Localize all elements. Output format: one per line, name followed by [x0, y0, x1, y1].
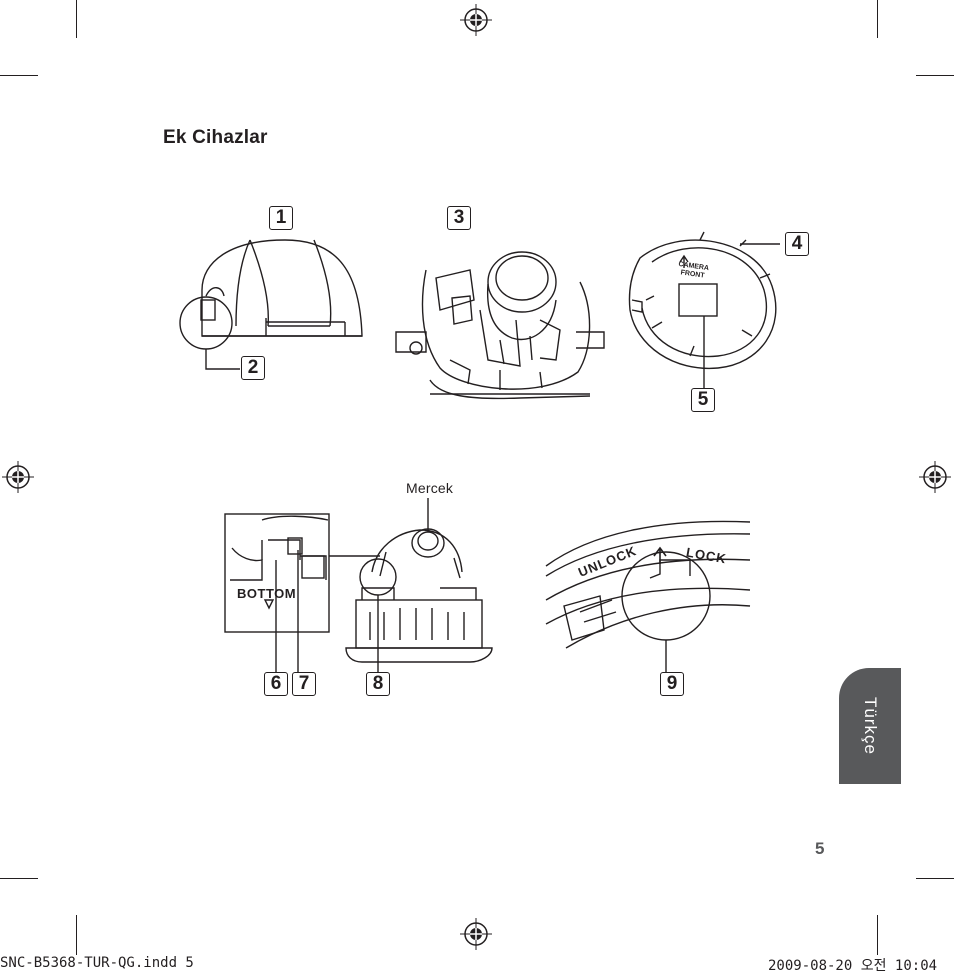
crop-mark	[916, 75, 954, 76]
callout-8: 8	[366, 672, 390, 696]
crop-mark	[877, 915, 878, 955]
page-number: 5	[815, 839, 825, 858]
callout-2: 2	[241, 356, 265, 380]
language-tab: Türkçe	[839, 668, 901, 784]
language-tab-label: Türkçe	[861, 697, 880, 755]
crop-mark	[916, 878, 954, 879]
callout-3: 3	[447, 206, 471, 230]
crop-mark	[76, 915, 77, 955]
registration-mark-icon	[919, 461, 951, 493]
crop-mark	[76, 0, 77, 38]
page-title: Ek Cihazlar	[163, 127, 268, 148]
dome-cover-illustration	[179, 239, 363, 370]
bottom-mark-detail	[224, 513, 380, 672]
registration-mark-icon	[460, 4, 492, 36]
registration-mark-icon	[460, 918, 492, 950]
footer-timestamp: 2009-08-20 오전 10:04	[768, 958, 938, 974]
registration-mark-icon	[2, 461, 34, 493]
footer-file-info: SNC-B5368-TUR-QG.indd 5	[0, 955, 194, 971]
callout-5: 5	[691, 388, 715, 412]
crop-mark	[877, 0, 878, 38]
callout-6: 6	[264, 672, 288, 696]
bottom-mark-label: BOTTOM	[237, 586, 297, 601]
crop-mark	[0, 75, 38, 76]
callout-9: 9	[660, 672, 684, 696]
callout-4: 4	[785, 232, 809, 256]
callout-7: 7	[292, 672, 316, 696]
lock-ring-illustration	[545, 520, 751, 672]
inner-cover-illustration	[628, 231, 780, 388]
camera-module-illustration	[395, 251, 605, 400]
callout-1: 1	[269, 206, 293, 230]
camera-side-illustration	[345, 498, 493, 672]
crop-mark	[0, 878, 38, 879]
lens-label: Mercek	[406, 480, 454, 496]
